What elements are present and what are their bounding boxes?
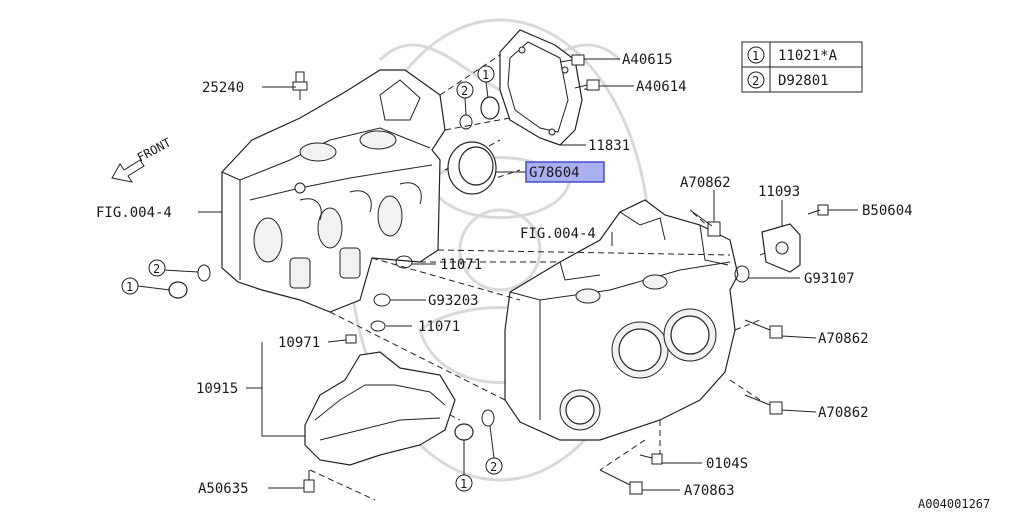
label-25240[interactable]: 25240 [202,80,244,96]
svg-text:2: 2 [153,262,160,276]
gasket-11093 [734,223,801,283]
label-11071-a[interactable]: 11071 [440,257,482,273]
right-cylinder-block [504,199,739,441]
front-arrow: FRONT [111,135,173,183]
bolt-0104s [639,453,663,465]
plug-bottom [454,409,495,441]
bolt-b50604 [807,204,829,216]
callout-1-left: 1 [121,277,139,295]
legend-table: 1 11021*A 2 D92801 [741,41,863,93]
label-11831[interactable]: 11831 [588,138,630,154]
label-fig-004-4-left[interactable]: FIG.004-4 [96,205,172,221]
cover-plate-11831 [499,29,583,146]
bolt-a70862-mid [744,319,783,339]
label-a40614[interactable]: A40614 [636,79,687,95]
label-10971[interactable]: 10971 [278,335,320,351]
diagram-id: A004001267 [918,497,990,511]
label-a40615[interactable]: A40615 [622,52,673,68]
front-label: FRONT [135,135,173,164]
leader-lines [137,58,858,491]
label-a70862-mid[interactable]: A70862 [818,331,869,347]
callout-2-left: 2 [148,259,166,277]
label-11093[interactable]: 11093 [758,184,800,200]
callout-2-top: 2 [456,81,474,99]
legend-part-1[interactable]: 11021*A [778,48,838,64]
g78604-highlight [525,161,605,183]
bolt-a70862-low [744,394,783,415]
label-b50604[interactable]: B50604 [862,203,913,219]
label-a70862-low[interactable]: A70862 [818,405,869,421]
label-a50635[interactable]: A50635 [198,481,249,497]
legend-part-2[interactable]: D92801 [778,73,829,89]
o-rings-block [370,255,413,332]
left-cylinder-block [221,69,446,313]
label-g93107[interactable]: G93107 [804,271,855,287]
svg-text:1: 1 [482,68,489,82]
label-a70863[interactable]: A70863 [684,483,735,499]
legend-key-1: 1 [752,49,759,63]
bolt-a70862-top [689,209,721,237]
label-11071-b[interactable]: 11071 [418,319,460,335]
callout-2-bottom: 2 [485,457,503,475]
label-10915[interactable]: 10915 [196,381,238,397]
callout-1-bottom: 1 [455,474,473,492]
label-a70862-top[interactable]: A70862 [680,175,731,191]
label-g93203[interactable]: G93203 [428,293,479,309]
svg-text:2: 2 [461,84,468,98]
oil-seal-g78604 [447,141,497,195]
label-fig-004-4-right[interactable]: FIG.004-4 [520,226,596,242]
bolt-a40614 [574,79,600,91]
bolt-a50635 [303,470,315,493]
svg-text:1: 1 [460,477,467,491]
callout-1-top: 1 [477,65,495,83]
label-g78604[interactable]: G78604 [529,165,580,181]
plug-left [168,264,211,299]
bolt-a70863 [599,469,643,495]
svg-text:1: 1 [126,280,133,294]
baffle-plate-10915 [304,334,456,466]
bolt-a40615 [559,54,585,66]
label-0104s[interactable]: 0104S [706,456,748,472]
svg-text:2: 2 [490,460,497,474]
sensor-25240 [292,71,308,100]
legend-key-2: 2 [752,74,759,88]
